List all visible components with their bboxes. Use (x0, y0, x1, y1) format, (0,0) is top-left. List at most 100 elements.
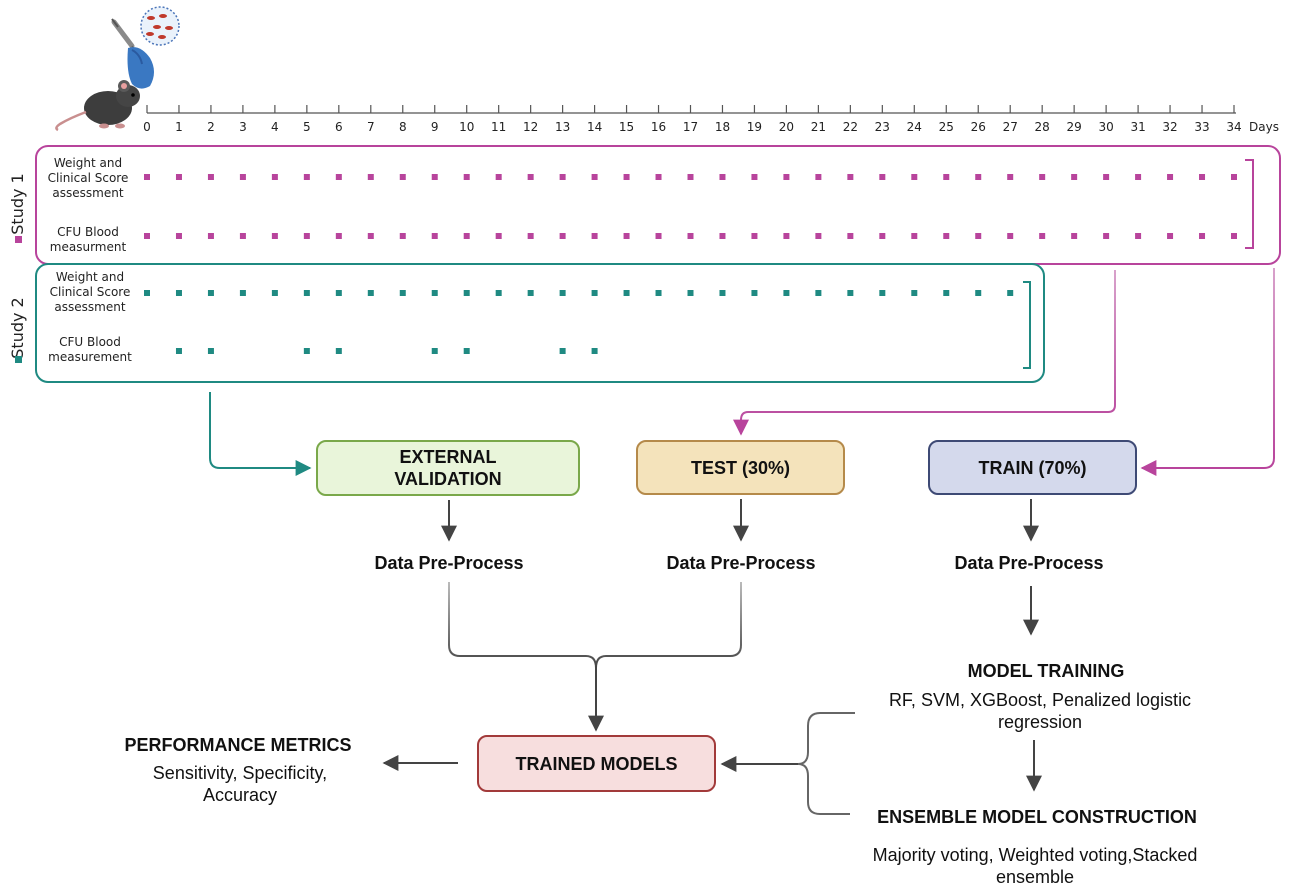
day-label-16: 16 (651, 120, 666, 134)
study2-row1-dot-day11 (495, 290, 502, 296)
study2-row1-dot-day9 (431, 290, 438, 296)
study2-row1-dot-day7 (367, 290, 374, 296)
bacteria-bubble-icon (140, 6, 180, 46)
study1-row1-dot-day4 (271, 174, 278, 180)
model-training-desc: RF, SVM, XGBoost, Penalized logistic reg… (888, 690, 1192, 732)
day-label-26: 26 (971, 120, 986, 134)
study1-row1-dot-day33 (1199, 174, 1206, 180)
study1-row2-dot-day19 (751, 233, 758, 239)
study1-row2-dot-day10 (463, 233, 470, 239)
study1-row2-dot-day5 (303, 233, 310, 239)
study1-row2-dot-day28 (1039, 233, 1046, 239)
day-label-4: 4 (271, 120, 279, 134)
study1-row1-dot-day0 (144, 174, 150, 180)
day-label-34: 34 (1226, 120, 1241, 134)
study1-row2-dot-day25 (943, 233, 950, 239)
day-label-12: 12 (523, 120, 538, 134)
performance-desc: Sensitivity, Specificity, Accuracy (152, 763, 328, 805)
study1-row2-dot-day31 (1135, 233, 1142, 239)
study2-row1-dot-day27 (1007, 290, 1014, 296)
day-label-33: 33 (1194, 120, 1209, 134)
arrow-study1-to-train (1140, 268, 1275, 476)
study1-row2-dot-day34 (1231, 233, 1237, 239)
day-label-1: 1 (175, 120, 183, 134)
mouse-icon (55, 80, 140, 132)
preprocess-external: Data Pre-Process (374, 553, 524, 573)
day-label-28: 28 (1035, 120, 1050, 134)
day-label-10: 10 (459, 120, 474, 134)
study1-row2-dot-day16 (655, 233, 662, 239)
external-validation-box: EXTERNAL VALIDATION (316, 440, 580, 496)
study2-label: Study 2 (8, 297, 27, 358)
days-unit-label: Days (1249, 120, 1279, 134)
study1-label: Study 1 (8, 173, 27, 234)
study1-row1-dot-day10 (463, 174, 470, 180)
arrow-study2-to-external (209, 392, 312, 476)
day-label-15: 15 (619, 120, 634, 134)
trained-models-box: TRAINED MODELS (477, 735, 716, 792)
study1-row1-dot-day22 (847, 174, 854, 180)
study1-row1-dot-day9 (431, 174, 438, 180)
study1-row1-dot-day34 (1231, 174, 1237, 180)
study2-row1-dot-day15 (623, 290, 630, 296)
study2-row1-dot-day18 (719, 290, 726, 296)
study2-row1-dot-day4 (271, 290, 278, 296)
day-label-31: 31 (1130, 120, 1145, 134)
day-label-29: 29 (1067, 120, 1082, 134)
study1-row1-dot-day7 (367, 174, 374, 180)
study1-row2-dot-day20 (783, 233, 790, 239)
study2-row1-dot-day13 (559, 290, 566, 296)
study1-row2-dot-day7 (367, 233, 374, 239)
day-label-18: 18 (715, 120, 730, 134)
study1-row2-dot-day18 (719, 233, 726, 239)
study1-row1-dot-day28 (1039, 174, 1046, 180)
preprocess-test: Data Pre-Process (666, 553, 816, 573)
day-label-21: 21 (811, 120, 826, 134)
study2-row1-dot-day2 (207, 290, 214, 296)
day-label-19: 19 (747, 120, 762, 134)
ensemble-desc: Majority voting, Weighted voting,Stacked… (872, 845, 1198, 887)
day-label-6: 6 (335, 120, 343, 134)
study1-row1-dot-day12 (527, 174, 534, 180)
day-label-8: 8 (399, 120, 407, 134)
day-label-9: 9 (431, 120, 439, 134)
study1-row2-dot-day1 (175, 233, 182, 239)
trained-models-label: TRAINED MODELS (515, 753, 678, 774)
study1-row2-dot-day11 (495, 233, 502, 239)
study2-label-group: Study 2 (8, 297, 27, 363)
study1-row2-dot-day12 (527, 233, 534, 239)
study2-row1-dot-day16 (655, 290, 662, 296)
day-label-22: 22 (843, 120, 858, 134)
study1-row1-dot-day2 (207, 174, 214, 180)
study1-row2-dot-day0 (144, 233, 150, 239)
study1-row2-dot-day13 (559, 233, 566, 239)
study1-row1-dot-day24 (911, 174, 918, 180)
study1-legend-marker (15, 236, 22, 243)
study1-row1-dot-day13 (559, 174, 566, 180)
study1-row1-dot-day20 (783, 174, 790, 180)
day-label-24: 24 (907, 120, 922, 134)
study2-row1-dot-day1 (175, 290, 182, 296)
study1-row2-dot-day9 (431, 233, 438, 239)
study2-row2-dot-day1 (175, 348, 182, 354)
study2-row2-dot-day6 (335, 348, 342, 354)
study2-row1-dot-day23 (879, 290, 886, 296)
study1-row1-dot-day16 (655, 174, 662, 180)
measurement-dots (144, 174, 1237, 354)
day-label-11: 11 (491, 120, 506, 134)
day-label-30: 30 (1098, 120, 1113, 134)
study1-frame (35, 145, 1281, 265)
train-label: TRAIN (70%) (978, 457, 1087, 478)
study2-row1-dot-day22 (847, 290, 854, 296)
day-label-20: 20 (779, 120, 794, 134)
study1-row1-dot-day11 (495, 174, 502, 180)
study2-row1-dot-day0 (144, 290, 150, 296)
study2-row2-dot-day10 (463, 348, 470, 354)
study1-row2-dot-day2 (207, 233, 214, 239)
models-brace (797, 712, 855, 815)
study2-legend-marker (15, 356, 22, 363)
